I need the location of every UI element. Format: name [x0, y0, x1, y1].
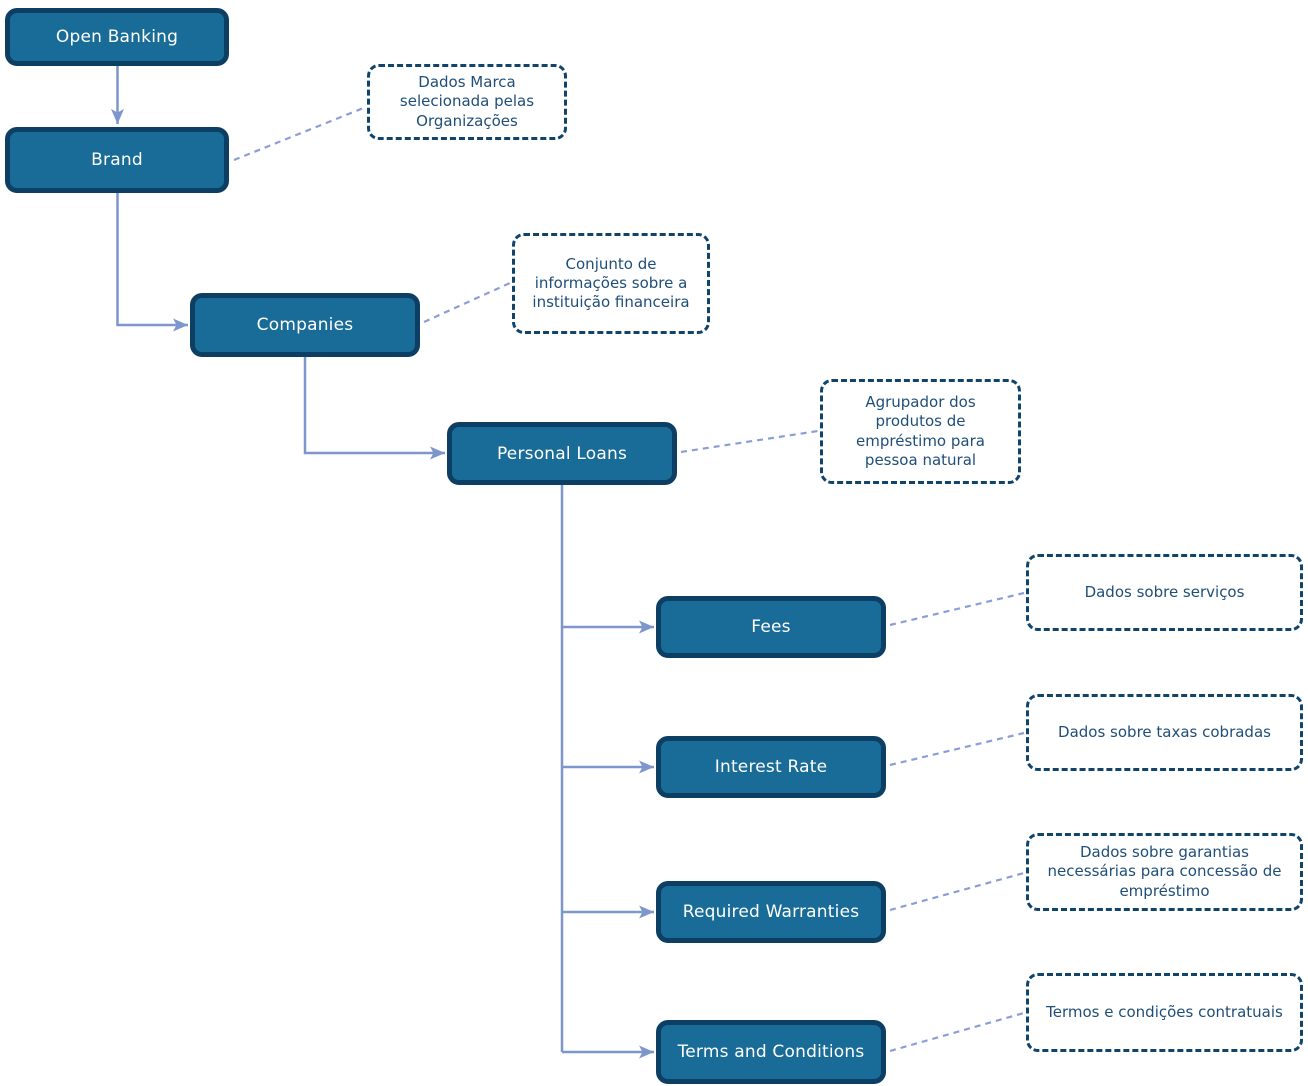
annotation-fees-text: Dados sobre serviços	[1084, 582, 1245, 601]
annotation-interest-rate-text: Dados sobre taxas cobradas	[1058, 722, 1271, 741]
node-fees: Fees	[656, 596, 886, 658]
annotation-personal-loans: Agrupador dos produtos de empréstimo par…	[820, 379, 1021, 484]
node-terms-and-conditions: Terms and Conditions	[656, 1020, 886, 1084]
node-required-warranties-label: Required Warranties	[682, 902, 860, 922]
annotation-companies: Conjunto de informações sobre a institui…	[512, 233, 710, 334]
node-required-warranties: Required Warranties	[656, 881, 886, 943]
annotation-link-companies	[423, 281, 511, 324]
node-companies-label: Companies	[256, 315, 354, 335]
node-personal-loans-label: Personal Loans	[496, 443, 628, 464]
node-brand: Brand	[5, 127, 229, 193]
connector-companies-personalloans	[303, 357, 445, 460]
annotation-link-fees	[889, 591, 1025, 627]
node-open-banking-label: Open Banking	[55, 27, 179, 47]
node-fees-label: Fees	[751, 617, 791, 637]
node-open-banking: Open Banking	[5, 8, 229, 66]
annotation-brand: Dados Marca selecionada pelas Organizaçõ…	[367, 64, 567, 140]
node-companies: Companies	[190, 293, 420, 357]
annotation-terms-and-conditions-text: Termos e condições contratuais	[1046, 1002, 1283, 1021]
node-interest-rate-label: Interest Rate	[714, 757, 828, 777]
annotation-required-warranties-text: Dados sobre garantias necessárias para c…	[1047, 843, 1282, 900]
annotation-link-personalloans	[680, 429, 819, 454]
annotation-companies-text: Conjunto de informações sobre a institui…	[532, 254, 690, 312]
annotation-link-interestrate	[889, 731, 1025, 767]
node-personal-loans: Personal Loans	[447, 422, 677, 485]
connector-brand-companies	[116, 193, 188, 332]
annotation-brand-text: Dados Marca selecionada pelas Organizaçõ…	[399, 73, 535, 130]
annotation-required-warranties: Dados sobre garantias necessárias para c…	[1026, 833, 1303, 911]
annotation-link-termsandconditions	[889, 1011, 1025, 1053]
annotation-interest-rate: Dados sobre taxas cobradas	[1026, 694, 1303, 771]
annotation-personal-loans-text: Agrupador dos produtos de empréstimo par…	[856, 393, 985, 469]
annotation-link-requiredwarranties	[889, 871, 1025, 912]
annotation-fees: Dados sobre serviços	[1026, 554, 1303, 631]
node-interest-rate: Interest Rate	[656, 736, 886, 798]
node-brand-label: Brand	[91, 150, 143, 170]
node-terms-and-conditions-label: Terms and Conditions	[677, 1042, 865, 1062]
annotation-link-brand	[233, 105, 367, 162]
annotation-terms-and-conditions: Termos e condições contratuais	[1026, 973, 1303, 1052]
